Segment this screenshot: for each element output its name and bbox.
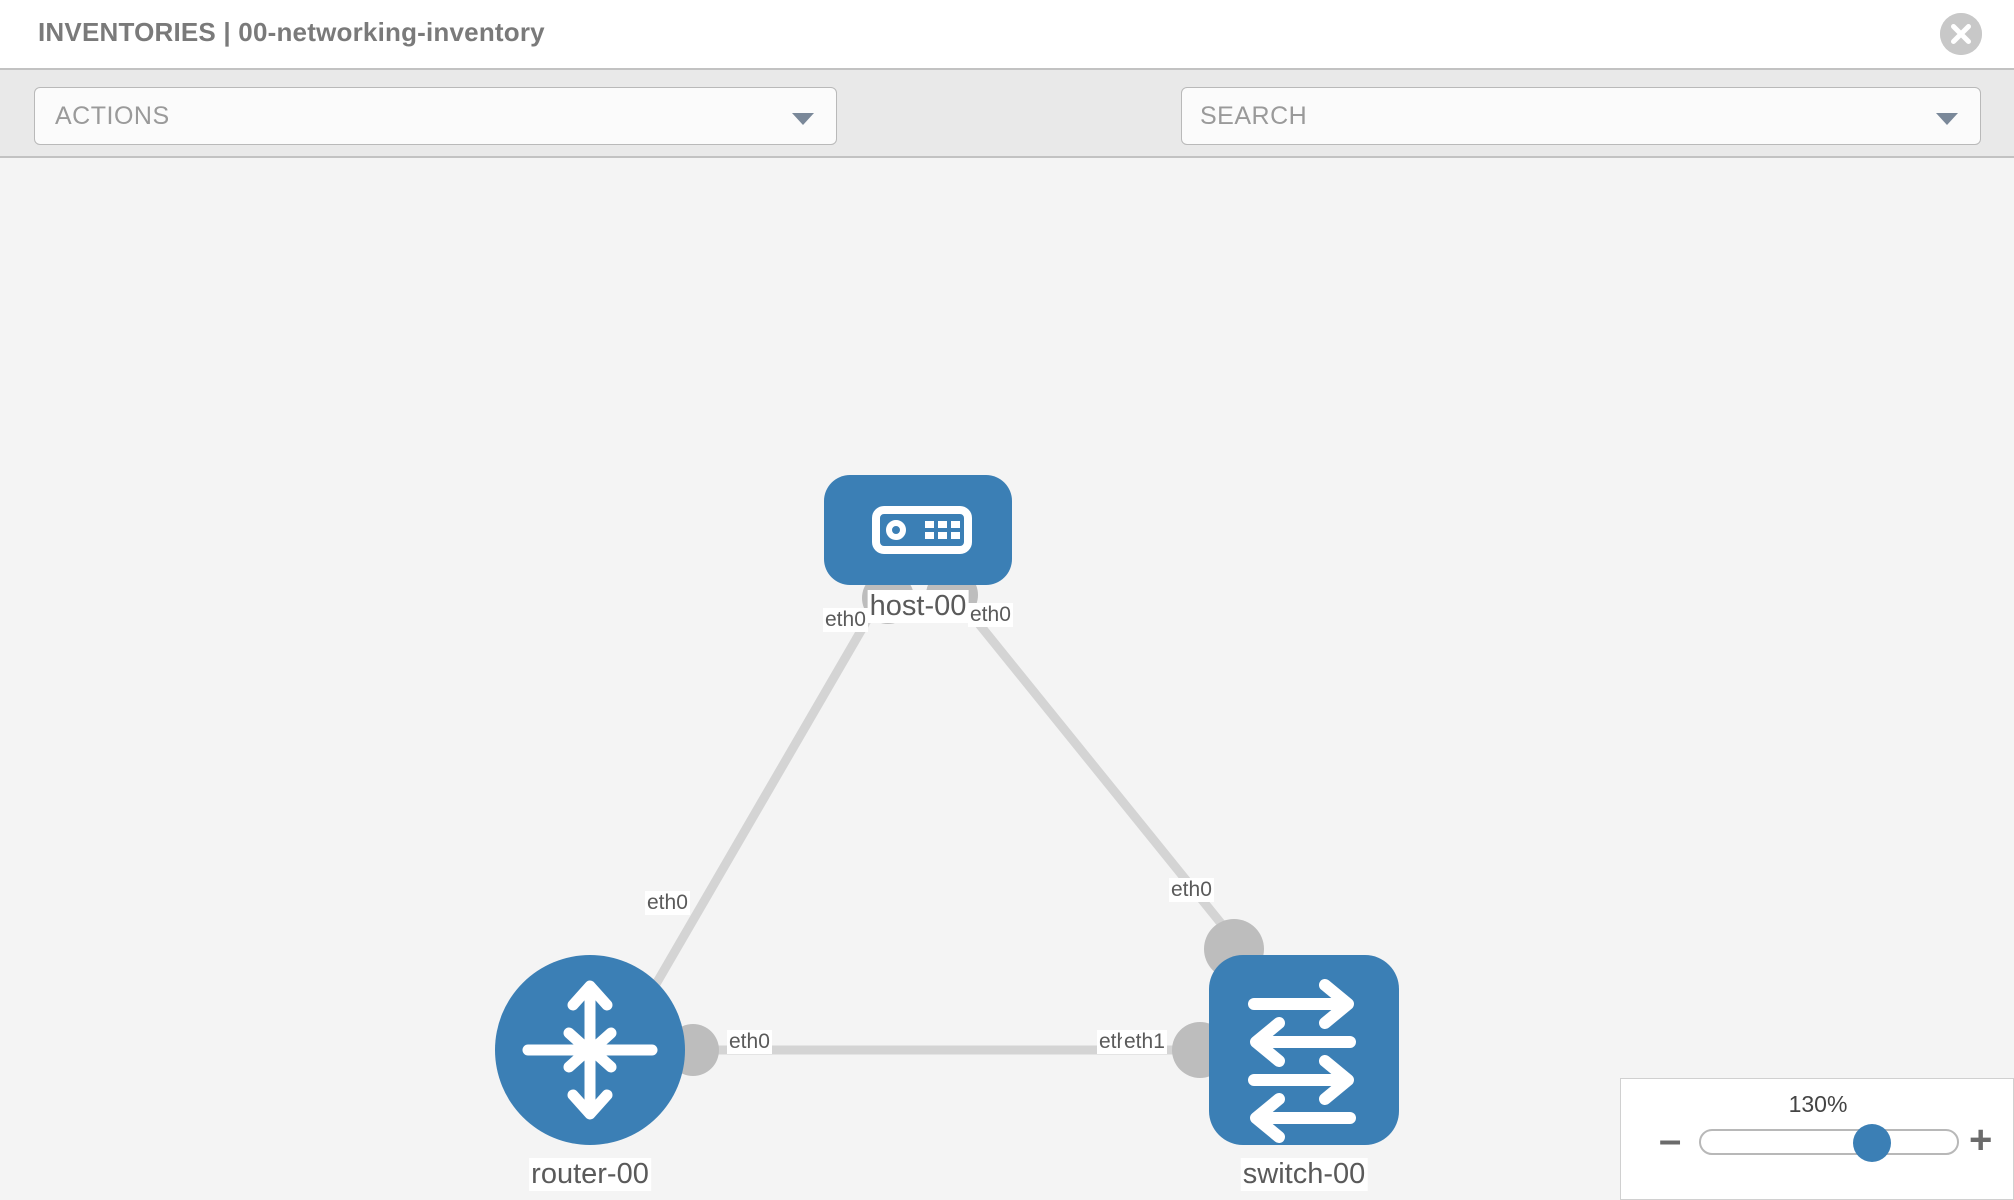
iface-label-router-up: eth0 (645, 891, 690, 915)
node-router-00[interactable] (495, 955, 685, 1145)
iface-label-router-right: eth0 (727, 1030, 772, 1054)
link-host-router (640, 593, 885, 1008)
zoom-control-panel: 130% – + (1620, 1078, 2014, 1200)
node-label-switch-00: switch-00 (1240, 1158, 1368, 1191)
search-input[interactable] (1200, 88, 1900, 144)
actions-dropdown[interactable]: ACTIONS (34, 87, 837, 145)
actions-dropdown-label: ACTIONS (55, 102, 170, 130)
zoom-level-value: 130% (1788, 1091, 1848, 1117)
window-header: INVENTORIES | 00-networking-inventory (0, 0, 2014, 68)
chevron-down-icon (792, 113, 814, 125)
node-label-router-00: router-00 (529, 1158, 651, 1191)
iface-label-switch-up: eth0 (1169, 878, 1214, 902)
close-icon[interactable] (1940, 13, 1982, 55)
interface-endpoints (667, 569, 1264, 1078)
server-icon (872, 506, 972, 554)
zoom-out-button[interactable]: – (1659, 1118, 1682, 1162)
topology-canvas[interactable]: host-00 router-00 switch-00 eth0 eth0 et… (0, 158, 2014, 1200)
iface-label-host-right: eth0 (968, 603, 1013, 627)
node-host-00[interactable] (824, 475, 1012, 585)
search-box[interactable] (1181, 87, 1981, 145)
toolbar: ACTIONS (0, 68, 2014, 198)
iface-label-host-left: eth0 (823, 608, 868, 632)
node-label-host-00: host-00 (867, 590, 969, 623)
iface-label-switch-left-b: eth1 (1122, 1030, 1167, 1054)
page-title: INVENTORIES | 00-networking-inventory (38, 17, 545, 47)
zoom-slider-thumb[interactable] (1853, 1124, 1891, 1162)
zoom-slider-track[interactable] (1699, 1124, 1959, 1162)
router-arrows-icon (522, 980, 658, 1120)
zoom-in-button[interactable]: + (1969, 1118, 1993, 1162)
topology-graph (495, 475, 1399, 1145)
search-chevron-down-icon[interactable] (1936, 113, 1958, 125)
node-switch-00[interactable] (1209, 955, 1399, 1145)
switch-arrows-icon (1248, 979, 1356, 1143)
